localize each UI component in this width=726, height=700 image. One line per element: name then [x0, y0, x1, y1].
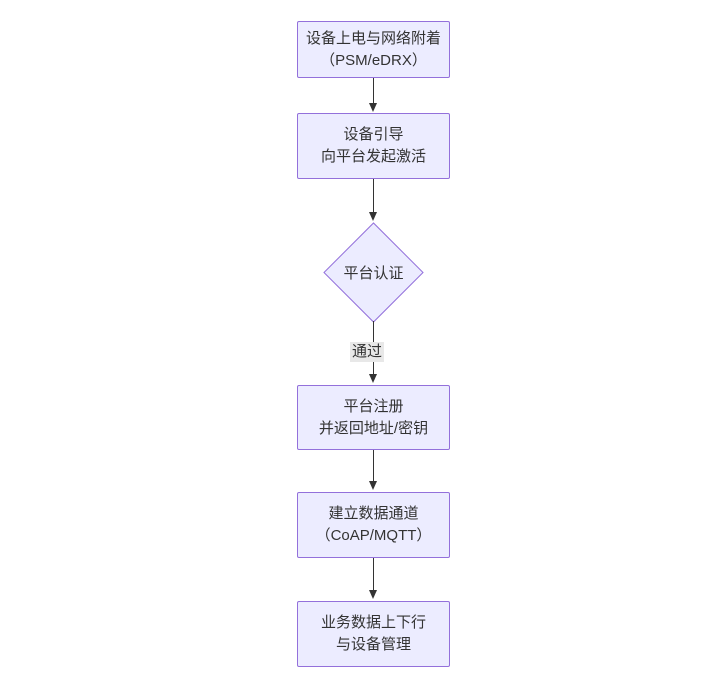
- edge-power-to-bootstrap: [372, 78, 374, 103]
- node-label-line: 向平台发起激活: [320, 148, 426, 165]
- node-label-line: 并返回地址/密钥: [318, 419, 429, 437]
- node-platform-auth: 平台认证: [323, 221, 424, 323]
- arrowhead-down-icon: [369, 481, 377, 490]
- node-label-line: 平台认证: [343, 264, 404, 282]
- edge-bootstrap-to-auth: [372, 179, 374, 213]
- edge-label-pass: 通过: [349, 342, 385, 362]
- arrowhead-down-icon: [369, 590, 377, 599]
- node-data-channel: 建立数据通道 （CoAP/MQTT）: [297, 492, 450, 558]
- node-label-line: 设备上电与网络附着: [305, 29, 441, 47]
- node-label-line: 建立数据通道: [328, 505, 419, 522]
- node-label-line: 业务数据上下行: [320, 614, 426, 631]
- node-device-power-network-attach: 设备上电与网络附着 （PSM/eDRX）: [297, 21, 450, 78]
- node-label-line: 设备引导: [343, 126, 404, 143]
- node-label-line: 与设备管理: [335, 636, 411, 653]
- node-label-line: （CoAP/MQTT）: [315, 527, 432, 544]
- node-label-line: （PSM/eDRX）: [320, 51, 427, 69]
- arrowhead-down-icon: [369, 103, 377, 112]
- node-device-bootstrap: 设备引导 向平台发起激活: [297, 113, 450, 179]
- edge-channel-to-business: [372, 558, 374, 590]
- node-label-line: 平台注册: [343, 397, 404, 415]
- node-business-data: 业务数据上下行 与设备管理: [297, 601, 450, 667]
- arrowhead-down-icon: [369, 212, 377, 221]
- arrowhead-down-icon: [369, 374, 377, 383]
- node-platform-register: 平台注册 并返回地址/密钥: [297, 385, 450, 450]
- edge-register-to-channel: [372, 450, 374, 481]
